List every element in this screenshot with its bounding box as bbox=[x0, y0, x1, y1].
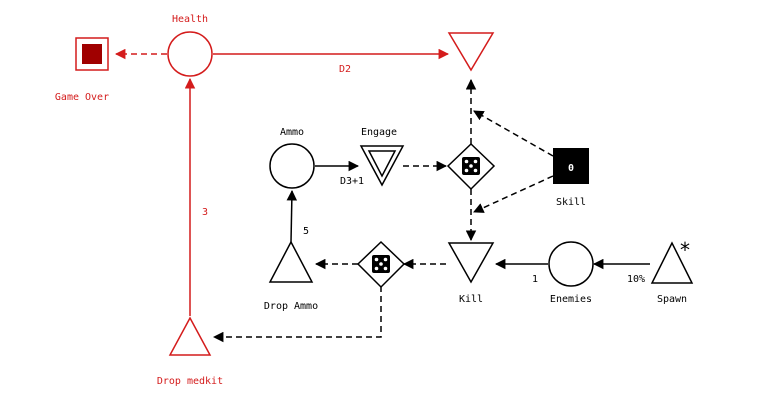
label-drop-medkit: Drop medkit bbox=[157, 376, 223, 387]
edge-label-1: 1 bbox=[532, 274, 538, 285]
label-spawn: Spawn bbox=[657, 294, 687, 305]
edge-label-d2: D2 bbox=[339, 64, 351, 75]
edge-label-d3-plus-1: D3+1 bbox=[340, 176, 364, 187]
red-drain[interactable] bbox=[447, 32, 495, 72]
drop-medkit-source[interactable] bbox=[168, 316, 212, 356]
enemies-pool[interactable] bbox=[548, 241, 594, 287]
engage-converter[interactable] bbox=[359, 145, 405, 187]
label-kill: Kill bbox=[459, 294, 483, 305]
spawn-source[interactable] bbox=[650, 241, 694, 284]
edge-label-10-percent: 10% bbox=[627, 274, 645, 285]
edge-dice-to-drop-medkit bbox=[212, 286, 382, 343]
dice-gate-bottom[interactable] bbox=[356, 240, 406, 289]
edge-drop-ammo-to-ammo bbox=[286, 189, 298, 243]
label-game-over: Game Over bbox=[55, 92, 109, 103]
kill-drain[interactable] bbox=[447, 242, 495, 284]
health-pool[interactable] bbox=[167, 31, 213, 77]
stop-square-icon bbox=[82, 44, 102, 64]
edge-skill-to-lower bbox=[473, 175, 554, 213]
skill-register[interactable] bbox=[553, 148, 589, 184]
drop-ammo-source[interactable] bbox=[268, 240, 314, 283]
edge-label-5: 5 bbox=[303, 226, 309, 237]
dice-icon bbox=[462, 157, 480, 175]
edge-label-3: 3 bbox=[202, 207, 208, 218]
label-enemies: Enemies bbox=[550, 294, 592, 305]
dice-icon bbox=[372, 255, 390, 273]
skill-value: 0 bbox=[568, 163, 574, 174]
label-skill: Skill bbox=[556, 197, 586, 208]
dice-gate-top[interactable] bbox=[446, 142, 496, 191]
automatic-marker: * bbox=[680, 238, 690, 262]
edge-skill-to-upper bbox=[473, 110, 554, 157]
label-engage: Engage bbox=[361, 127, 397, 138]
label-drop-ammo: Drop Ammo bbox=[264, 301, 318, 312]
label-health: Health bbox=[172, 14, 208, 25]
label-ammo: Ammo bbox=[280, 127, 304, 138]
ammo-pool[interactable] bbox=[269, 143, 315, 189]
